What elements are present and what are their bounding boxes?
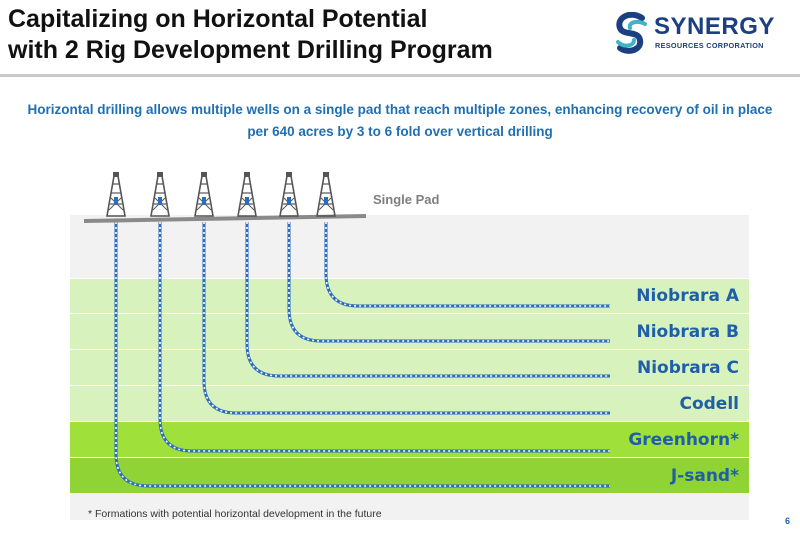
title-line-2: with 2 Rig Development Drilling Program bbox=[8, 36, 493, 64]
formation-label: Greenhorn* bbox=[628, 429, 739, 450]
footnote: * Formations with potential horizontal d… bbox=[88, 508, 382, 520]
wellbore-stripe bbox=[288, 222, 610, 342]
drilling-rig-icon bbox=[106, 172, 126, 217]
logo-subtitle: RESOURCES CORPORATION bbox=[655, 41, 764, 50]
formation-band-codell: Codell bbox=[70, 385, 749, 421]
wellbore-niobrara-a bbox=[324, 222, 610, 308]
synergy-swirl-icon bbox=[616, 12, 647, 54]
wellbore-j-sand bbox=[114, 222, 610, 488]
wellbore-stripe bbox=[115, 222, 610, 487]
formation-label: Niobrara A bbox=[636, 286, 739, 306]
formation-band-niobrara-c: Niobrara C bbox=[70, 349, 749, 385]
drilling-rig-icon bbox=[316, 172, 336, 217]
wellbore-stripe bbox=[203, 222, 610, 414]
wellbore-niobrara-c bbox=[202, 222, 610, 415]
drilling-rig-icon bbox=[237, 172, 257, 217]
wellbore-stripe bbox=[325, 222, 610, 307]
company-logo: SYNERGY RESOURCES CORPORATION bbox=[612, 12, 782, 60]
drilling-rig-icon bbox=[150, 172, 170, 217]
formation-label: Niobrara C bbox=[636, 357, 739, 378]
formation-label: Niobrara B bbox=[636, 321, 740, 342]
drilling-rig-icon bbox=[279, 172, 299, 217]
slide-title: Capitalizing on Horizontal Potential wit… bbox=[8, 4, 588, 66]
formation-label: Codell bbox=[679, 393, 739, 414]
header-divider bbox=[0, 74, 800, 77]
drilling-rigs bbox=[106, 172, 336, 217]
logo-wordmark: SYNERGY bbox=[654, 13, 775, 40]
wellbore-stripe bbox=[246, 222, 610, 377]
wellbores bbox=[114, 222, 610, 488]
wellbore-niobrara-b bbox=[287, 222, 610, 343]
wellbore-codell bbox=[245, 222, 610, 378]
formation-band-niobrara-b: Niobrara B bbox=[70, 313, 749, 349]
drilling-rig-icon bbox=[194, 172, 214, 217]
page-number: 6 bbox=[785, 516, 791, 526]
formation-label: J-sand* bbox=[670, 465, 739, 486]
wellbore-stripe bbox=[159, 222, 610, 452]
title-line-1: Capitalizing on Horizontal Potential bbox=[8, 5, 428, 33]
wellbore-greenhorn bbox=[158, 222, 610, 453]
slide-subtitle: Horizontal drilling allows multiple well… bbox=[27, 102, 773, 139]
single-pad-label: Single Pad bbox=[373, 192, 440, 207]
